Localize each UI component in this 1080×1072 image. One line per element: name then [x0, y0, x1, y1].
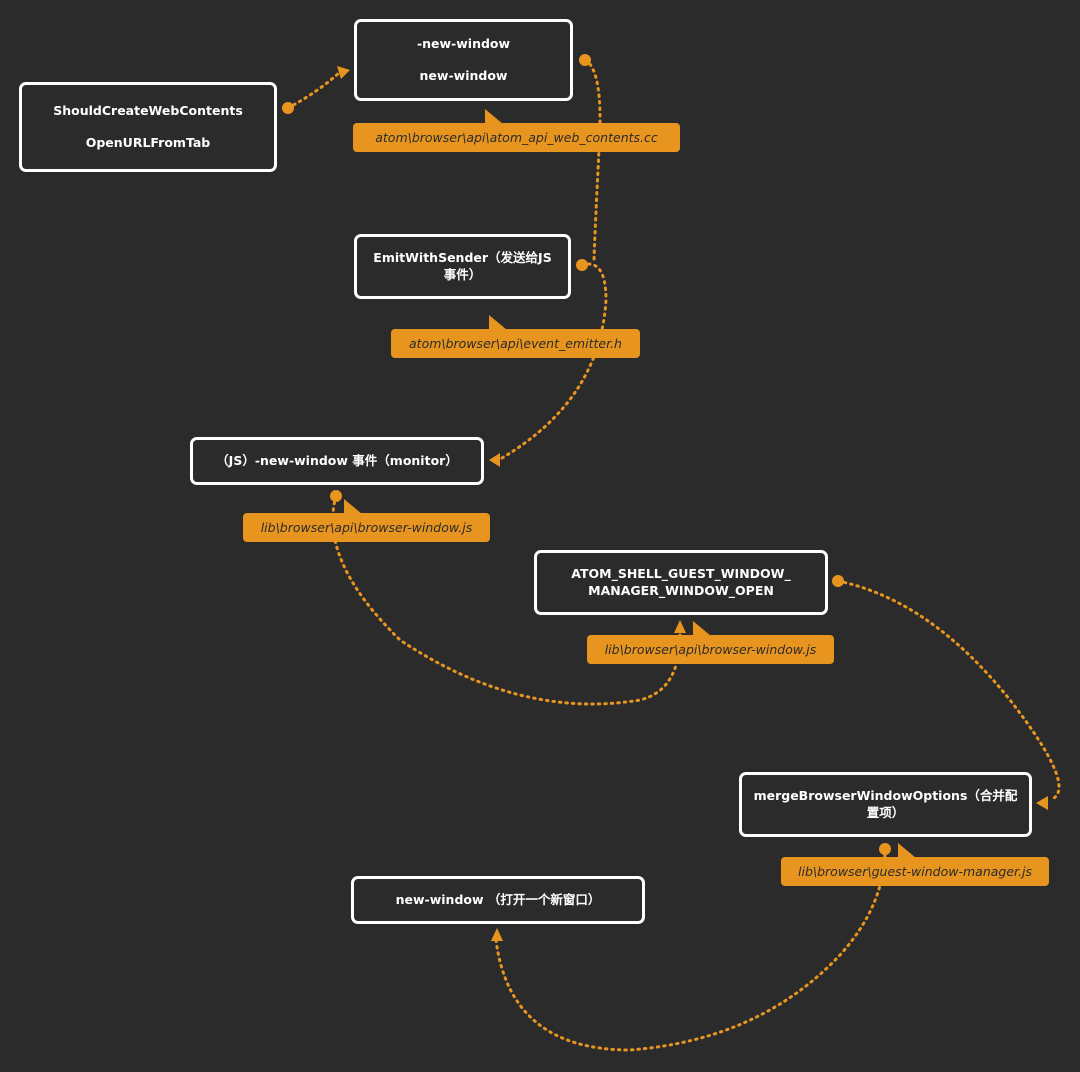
connector-guest-open-to-merge: [836, 579, 1061, 802]
connector-merge-to-final: [494, 847, 887, 1052]
node-label-line-1: EmitWithSender（发送给JS: [373, 249, 552, 265]
connector-arrow-head-4: [1036, 796, 1048, 810]
callout-text: lib\browser\api\browser-window.js: [604, 642, 817, 657]
connector-should-create-to-new-window: [286, 70, 342, 110]
connector-start-dot-4: [330, 490, 342, 502]
callout-text: atom\browser\api\event_emitter.h: [409, 336, 622, 351]
node-new-window-final: new-window （打开一个新窗口）: [351, 876, 645, 924]
connector-start-dot-6: [879, 843, 891, 855]
node-label: （JS）-new-window 事件（monitor）: [216, 452, 458, 468]
callout-guest-window-manager-js: lib\browser\guest-window-manager.js: [781, 843, 1049, 886]
connector-arrow-head-5: [491, 928, 503, 941]
node-label-line-1: mergeBrowserWindowOptions（合并配: [753, 787, 1018, 803]
connector-arrow-head-2: [489, 453, 500, 467]
node-should-create-web-contents: ShouldCreateWebContents OpenURLFromTab: [19, 82, 277, 172]
node-merge-browser-window-options: mergeBrowserWindowOptions（合并配 置项）: [739, 772, 1032, 837]
connector-new-window-to-emit: [583, 58, 602, 264]
node-js-new-window-event: （JS）-new-window 事件（monitor）: [190, 437, 484, 485]
callout-text: lib\browser\guest-window-manager.js: [798, 864, 1032, 879]
callout-text: atom\browser\api\atom_api_web_contents.c…: [375, 130, 658, 145]
connector-arrow-head-3: [674, 620, 686, 633]
node-new-window-cpp: -new-window new-window: [354, 19, 573, 101]
node-label-line-2: OpenURLFromTab: [85, 134, 211, 150]
node-label-line-1: ATOM_SHELL_GUEST_WINDOW_: [571, 565, 791, 581]
connector-js-event-to-guest-open: [331, 494, 682, 706]
callout-text: lib\browser\api\browser-window.js: [260, 520, 473, 535]
connector-arrow-head-1: [337, 66, 350, 79]
node-label: new-window （打开一个新窗口）: [395, 891, 601, 907]
connector-start-dot-5: [832, 575, 844, 587]
node-label-line-2: new-window: [419, 67, 508, 83]
callout-browser-window-js-1: lib\browser\api\browser-window.js: [243, 499, 490, 542]
node-label-line-2: MANAGER_WINDOW_OPEN: [588, 582, 774, 598]
node-label-line-2: 事件）: [443, 266, 482, 282]
connector-start-dot-2: [579, 54, 591, 66]
node-emit-with-sender: EmitWithSender（发送给JS 事件）: [354, 234, 571, 299]
callout-web-contents-cc: atom\browser\api\atom_api_web_contents.c…: [353, 109, 680, 152]
node-label-line-2: 置项）: [866, 804, 905, 820]
callout-event-emitter-h: atom\browser\api\event_emitter.h: [391, 315, 640, 358]
node-guest-window-open: ATOM_SHELL_GUEST_WINDOW_ MANAGER_WINDOW_…: [534, 550, 828, 615]
callout-browser-window-js-2: lib\browser\api\browser-window.js: [587, 621, 834, 664]
connector-start-dot-3: [576, 259, 588, 271]
node-label-line-1: -new-window: [416, 35, 511, 51]
connector-start-dot-1: [282, 102, 294, 114]
node-label-line-1: ShouldCreateWebContents: [53, 102, 243, 118]
